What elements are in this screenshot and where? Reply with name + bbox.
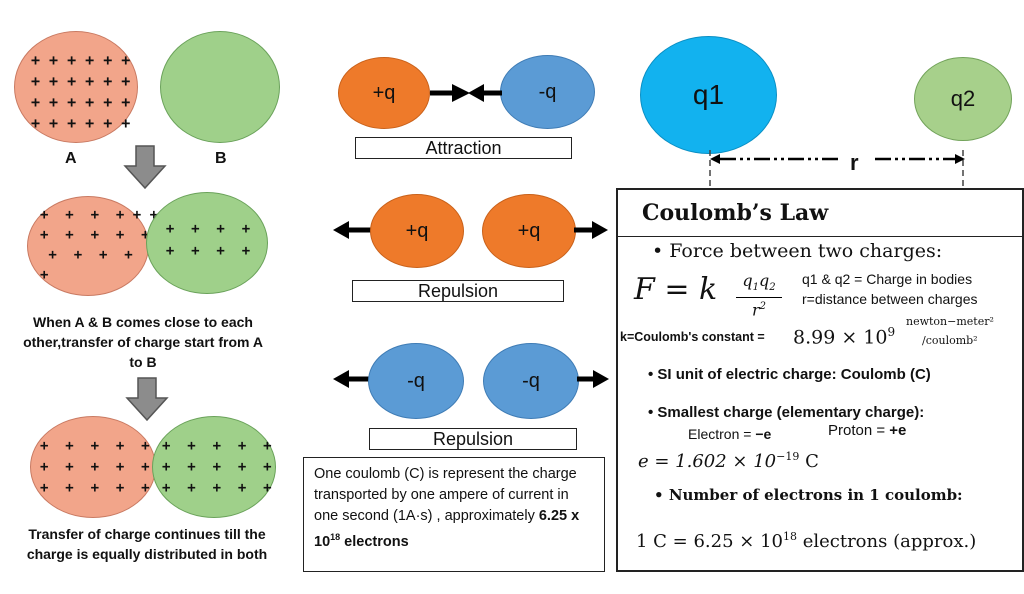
proton-charge: Proton = +e	[828, 422, 907, 439]
ball-a-top	[14, 31, 138, 143]
definition-sup: 18	[330, 532, 341, 542]
force-bullet: • Force between two charges:	[652, 240, 942, 262]
coulomb-definition-text: One coulomb (C) is represent the charge …	[314, 464, 596, 553]
caption-transfer-equal: Transfer of charge continues till the ch…	[26, 526, 268, 562]
down-arrow-icon	[125, 377, 169, 422]
charge-q2: q2	[914, 57, 1012, 141]
ball-a-top-charges: + + + + + + + + + + + + + + + + + + + + …	[31, 51, 131, 132]
ball-a-bottom-charges: + + + + + + + + + + + + + + +	[40, 438, 150, 496]
fraction-numerator: q1q2	[736, 272, 782, 299]
ball-b-bottom-charges: + + + + + + + + + + + + + + +	[162, 438, 272, 496]
definition-bold: 6.25 x 10	[314, 508, 580, 550]
formula-lhs: F = k	[634, 272, 718, 307]
definition-body: One coulomb (C) is represent the charge …	[314, 466, 577, 524]
ball-a-bottom	[30, 416, 156, 518]
si-unit-bullet: • SI unit of electric charge: Coulomb (C…	[648, 366, 931, 383]
arrow-right-icon	[577, 370, 609, 388]
charge-negative: -q	[500, 55, 595, 129]
desc-charges: q1 & q2 = Charge in bodies	[802, 271, 973, 287]
ball-b-top	[160, 31, 280, 143]
electron-charge: Electron = −e	[688, 426, 772, 442]
ball-b-label: B	[215, 150, 227, 167]
fraction-denominator: r2	[751, 300, 767, 320]
charge-negative: -q	[368, 343, 464, 419]
charge-q1: q1	[640, 36, 777, 154]
ball-b-bottom	[152, 416, 276, 518]
down-arrow-icon	[123, 145, 167, 190]
bullet-icon: •	[648, 366, 658, 383]
arrow-left-icon	[333, 221, 375, 239]
attraction-label: Attraction	[355, 137, 572, 159]
repulsion-label: Repulsion	[369, 428, 577, 450]
ball-a-middle	[27, 196, 149, 296]
k-unit-top: newton−meter²	[906, 315, 994, 328]
coulomb-definition-box: One coulomb (C) is represent the charge …	[303, 457, 605, 572]
charge-positive: +q	[370, 194, 464, 268]
k-constant-value: 8.99 × 109	[793, 325, 896, 349]
k-constant-label: k=Coulomb's constant =	[620, 330, 765, 344]
electrons-per-coulomb-bullet: • Number of electrons in 1 coulomb:	[654, 486, 963, 504]
one-coulomb-equation: 1 C = 6.25 × 1018 electrons (approx.)	[636, 530, 977, 552]
ball-a-label: A	[65, 150, 77, 167]
force-text: Force between two charges:	[669, 240, 943, 262]
caption-transfer-start: When A & B comes close to each other,tra…	[23, 314, 263, 370]
bullet-icon: •	[654, 486, 669, 504]
ball-b-middle-charges: + + + + + + + +	[165, 221, 251, 259]
bullet-icon: •	[648, 404, 658, 421]
law-title: Coulomb’s Law	[642, 200, 829, 226]
title-divider	[618, 236, 1022, 237]
distance-label: r	[850, 150, 859, 175]
arrow-left-icon	[468, 84, 502, 102]
ball-a-middle-charges: + + + + + + + + + + + + + + + + +	[40, 207, 159, 283]
smallest-charge-bullet: • Smallest charge (elementary charge):	[648, 404, 925, 421]
force-formula: F = k	[634, 272, 717, 307]
desc-distance: r=distance between charges	[802, 291, 978, 307]
charge-positive: +q	[482, 194, 576, 268]
definition-bold-end: electrons	[340, 533, 409, 550]
coulombs-law-panel: Coulomb’s Law • Force between two charge…	[616, 188, 1024, 572]
ball-b-middle	[146, 192, 268, 294]
distance-indicator	[709, 150, 965, 198]
formula-fraction: q1q2 r2	[736, 272, 782, 320]
charge-positive: +q	[338, 57, 430, 129]
bullet-icon: •	[652, 240, 670, 262]
k-unit-bottom: /coulomb²	[922, 334, 978, 347]
arrow-right-icon	[430, 84, 470, 102]
arrow-right-icon	[574, 221, 608, 239]
repulsion-label: Repulsion	[352, 280, 564, 302]
charge-negative: -q	[483, 343, 579, 419]
elementary-charge-value: e = 1.602 × 10−19 C	[638, 450, 819, 472]
